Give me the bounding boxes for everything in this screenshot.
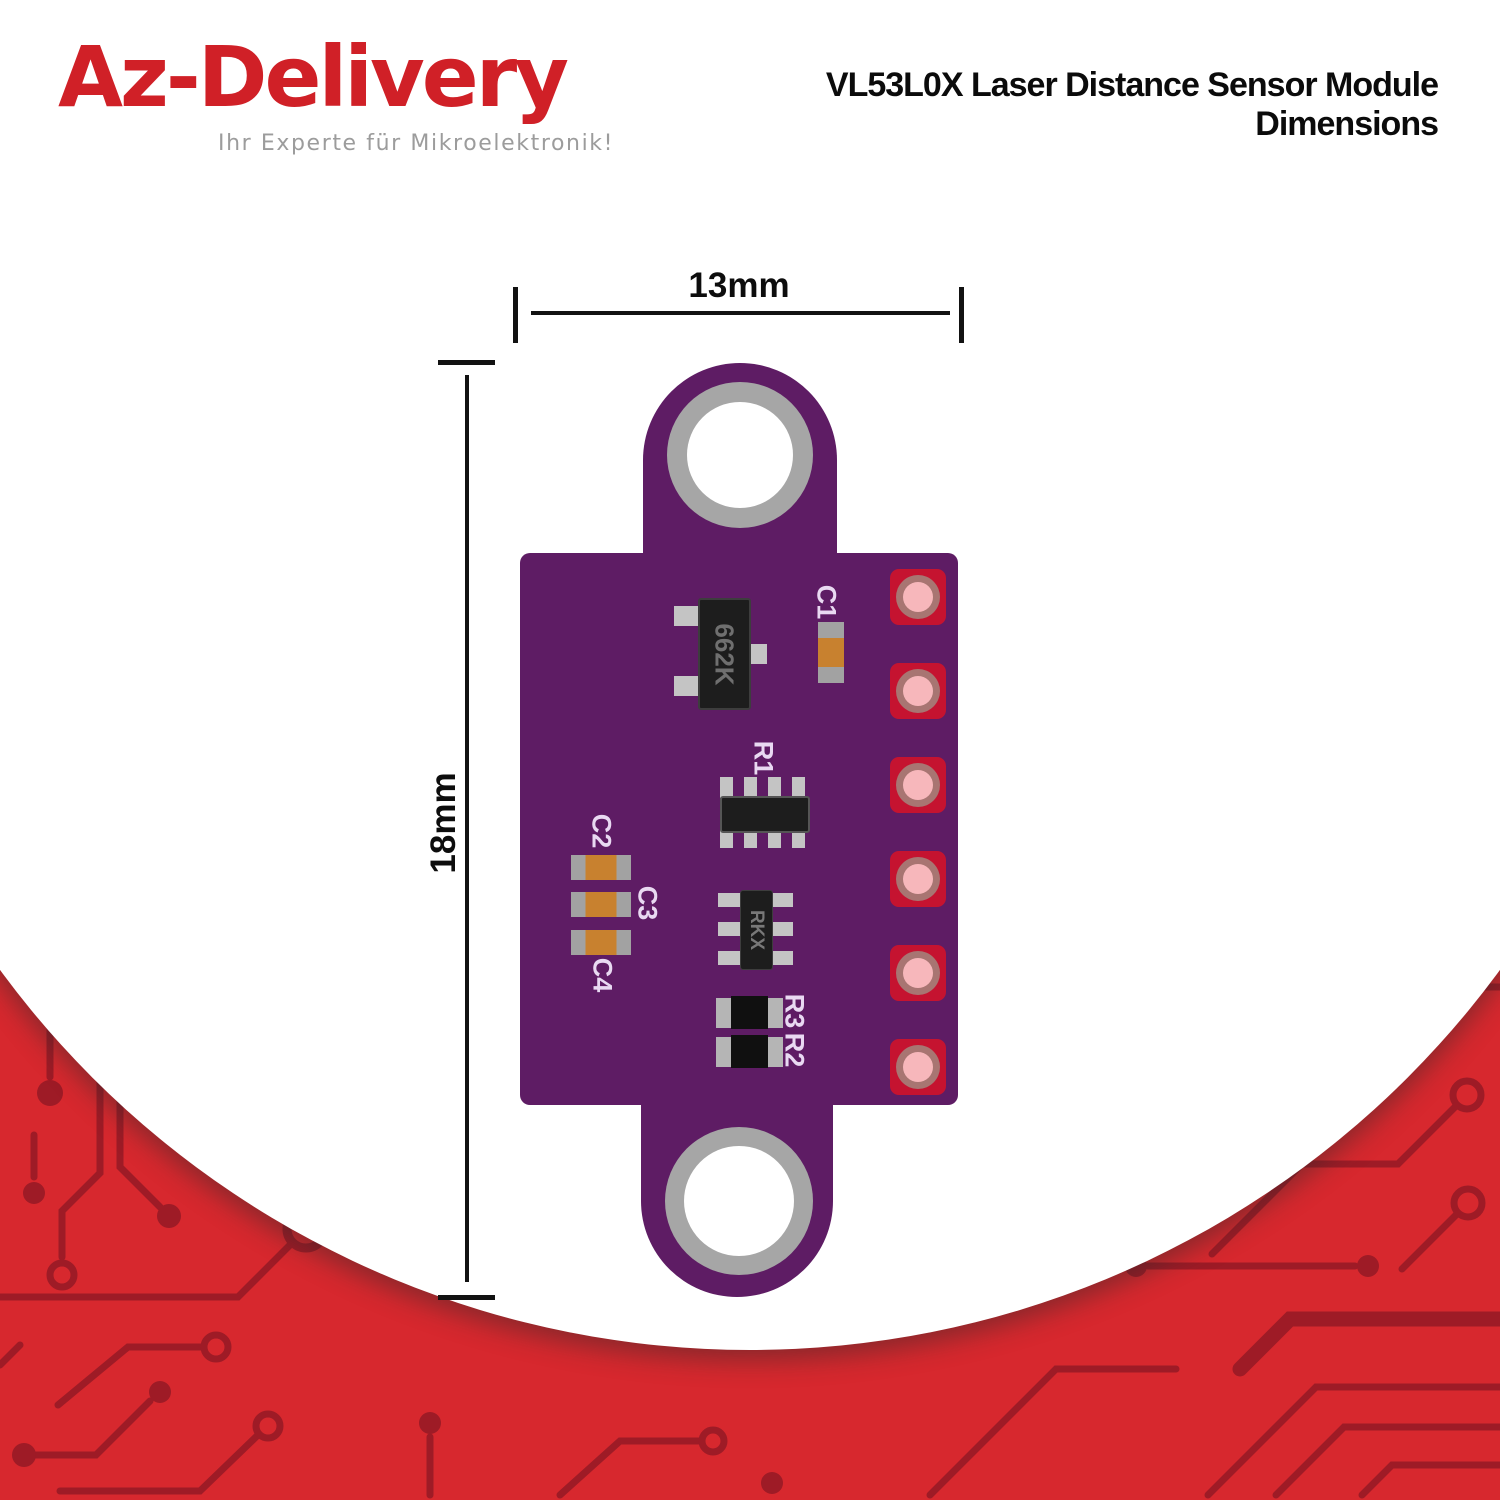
- label-r2: R2: [779, 1032, 810, 1068]
- ic-pin: [720, 777, 733, 798]
- resistor-end: [768, 998, 783, 1028]
- capacitor-c4: [571, 930, 631, 955]
- ic-pin: [744, 777, 757, 798]
- ic-pin: [792, 777, 805, 798]
- capacitor-c1: [818, 622, 844, 683]
- capacitor-c3: [571, 892, 631, 917]
- ic-pin: [770, 893, 793, 907]
- logo-tagline: Ihr Experte für Mikroelektronik!: [218, 131, 615, 156]
- dim-width-tick-right: [959, 287, 964, 343]
- title-line-1: VL53L0X Laser Distance Sensor Module: [825, 66, 1439, 104]
- label-c2: C2: [586, 813, 617, 849]
- solder-pad: [890, 569, 946, 625]
- ic-pin: [718, 922, 741, 936]
- resistor-end: [768, 1037, 783, 1067]
- ic-pin: [718, 893, 741, 907]
- regulator-pin: [674, 606, 700, 626]
- capacitor-c2: [571, 855, 631, 880]
- ic-r1: [720, 796, 810, 833]
- ic-rkx: RKX: [740, 890, 773, 970]
- page-title: VL53L0X Laser Distance Sensor Module Dim…: [825, 66, 1439, 144]
- ic-pin: [768, 777, 781, 798]
- ic-pin: [770, 951, 793, 965]
- mounting-hole-top-bore: [687, 402, 793, 508]
- title-line-2: Dimensions: [1255, 104, 1439, 143]
- dim-height-line: [465, 375, 469, 1282]
- ic-pin: [718, 951, 741, 965]
- dim-height-label: 18mm: [424, 772, 463, 874]
- label-c1: C1: [811, 584, 842, 620]
- solder-pad: [890, 851, 946, 907]
- resistor-end: [716, 998, 731, 1028]
- dim-width-label: 13mm: [688, 266, 790, 305]
- voltage-regulator-chip: 662K: [698, 598, 751, 710]
- dim-height-tick-bottom: [438, 1295, 495, 1300]
- logo-text: Az-Delivery: [58, 28, 569, 126]
- dim-width-line: [531, 311, 950, 315]
- rkx-marking: RKX: [746, 909, 768, 951]
- label-r3: R3: [779, 993, 810, 1029]
- resistor-r2: [731, 1035, 768, 1068]
- label-c3: C3: [632, 885, 663, 921]
- label-c4: C4: [587, 957, 618, 993]
- solder-pad: [890, 945, 946, 1001]
- solder-pad: [890, 663, 946, 719]
- dim-width-tick-left: [513, 287, 518, 343]
- regulator-marking: 662K: [710, 622, 740, 686]
- solder-pad: [890, 757, 946, 813]
- solder-pad: [890, 1039, 946, 1095]
- mounting-hole-bottom-bore: [684, 1146, 794, 1256]
- dim-height-tick-top: [438, 360, 495, 365]
- label-r1: R1: [748, 740, 779, 776]
- resistor-r3: [731, 996, 768, 1029]
- regulator-pin: [674, 676, 700, 696]
- resistor-end: [716, 1037, 731, 1067]
- circuit-pattern: [0, 981, 1500, 1499]
- ic-pin: [770, 922, 793, 936]
